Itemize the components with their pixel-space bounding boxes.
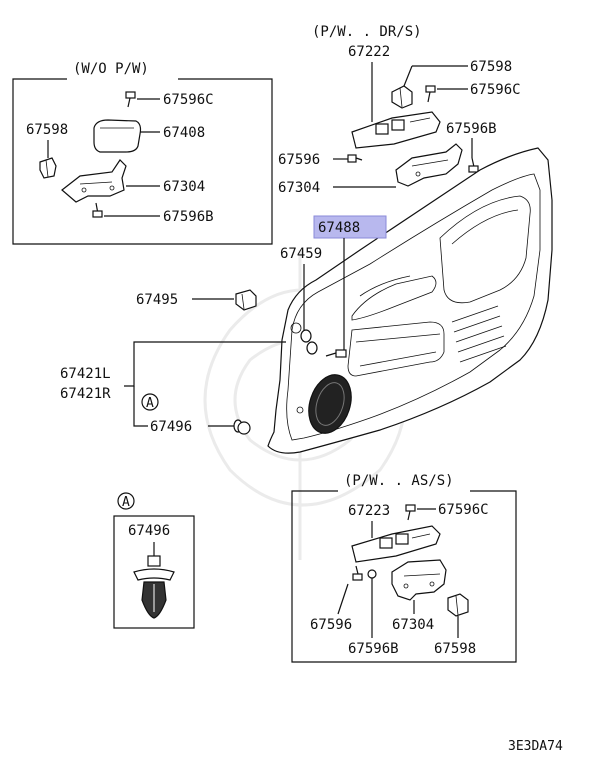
dr-bolt-c (425, 85, 436, 103)
group-wo-pw-frame (12, 78, 273, 245)
leader-as-screw (337, 583, 349, 615)
label-wo-pw-bracket: 67304 (163, 179, 205, 195)
highlight-box (313, 215, 387, 239)
dr-bracket (395, 143, 463, 187)
dr-clip (391, 85, 413, 109)
label-dr-clip: 67598 (470, 59, 512, 75)
callout-a-1: A (141, 393, 159, 411)
as-bracket (391, 559, 447, 601)
label-dr-switch: 67222 (348, 44, 390, 60)
label-retainer: 67495 (136, 292, 178, 308)
group-pw-as-frame (291, 490, 517, 663)
as-screw (352, 565, 363, 581)
label-dr-screw: 67596 (278, 152, 320, 168)
group-pw-as: (P/W. . AS/S) 67223 67596C 67304 (291, 473, 517, 663)
label-dr-bolt-c: 67596C (470, 82, 521, 98)
diagram-code: 3E3DA74 (508, 739, 563, 754)
group-wo-pw: (W/O P/W) 67596C 67598 67408 (12, 61, 273, 245)
wo-pw-clip (39, 157, 57, 179)
as-clip (447, 593, 469, 617)
leader-trim-panel (124, 341, 286, 387)
leader-trim-clip-branch (133, 386, 148, 427)
label-trim-l: 67421L (60, 366, 111, 382)
wo-pw-bracket (61, 159, 127, 203)
label-as-bolt-b: 67596B (348, 641, 399, 657)
group-pw-dr: (P/W. . DR/S) 67222 67598 67596C 67596B (278, 24, 521, 196)
label-as-bracket: 67304 (392, 617, 434, 633)
detail-clip (133, 555, 175, 619)
speaker-grille (308, 374, 352, 434)
label-grommet: 67459 (280, 246, 322, 262)
dr-switch-panel (351, 111, 441, 149)
screw-67488 (325, 349, 347, 358)
as-bolt-b (367, 569, 377, 584)
grommet (300, 329, 318, 355)
dr-bolt-b (468, 157, 479, 173)
callout-a-2: A (117, 492, 135, 510)
label-trim-r: 67421R (60, 386, 111, 402)
detail-a: A 67496 (113, 492, 195, 629)
group-pw-as-title: (P/W. . AS/S) (344, 473, 454, 489)
detail-a-frame (113, 515, 195, 629)
label-dr-bolt-b: 67596B (446, 121, 497, 137)
label-clip-ref: 67496 (150, 419, 192, 435)
group-pw-dr-title: (P/W. . DR/S) (312, 24, 422, 40)
svg-text:A: A (146, 396, 154, 411)
label-highlight-part: 67488 (318, 220, 360, 236)
label-dr-bracket: 67304 (278, 180, 320, 196)
as-switch-panel (351, 525, 441, 563)
label-as-switch: 67223 (348, 503, 390, 519)
label-as-clip: 67598 (434, 641, 476, 657)
label-detail-part: 67496 (128, 523, 170, 539)
label-wo-pw-cover: 67408 (163, 125, 205, 141)
door-trim-panel (267, 147, 553, 454)
label-wo-pw-bolt-top: 67596C (163, 92, 214, 108)
wo-pw-bolt-top (125, 91, 136, 108)
svg-text:A: A (122, 495, 130, 510)
retainer (235, 289, 257, 311)
dr-screw (347, 154, 363, 163)
wo-pw-cover (93, 119, 142, 153)
label-wo-pw-clip: 67598 (26, 122, 68, 138)
label-wo-pw-bolt-bottom: 67596B (163, 209, 214, 225)
as-bolt-c (405, 504, 416, 521)
clip-67496 (233, 419, 251, 435)
wo-pw-bolt-bottom (92, 202, 103, 218)
label-as-screw: 67596 (310, 617, 352, 633)
label-as-bolt-c: 67596C (438, 502, 489, 518)
trim-ribs (451, 305, 507, 363)
group-wo-pw-title: (W/O P/W) (73, 61, 149, 77)
